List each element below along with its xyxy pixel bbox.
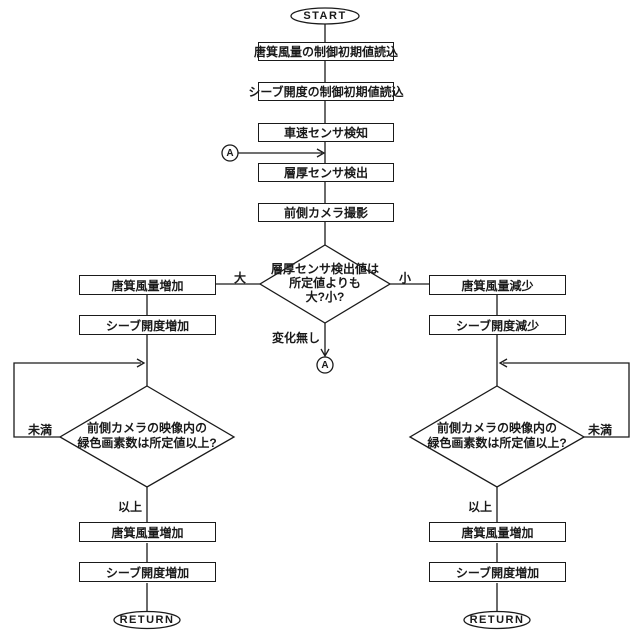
- process-right-fan-increase: 唐箕風量増加: [429, 522, 566, 542]
- decision-right-green-shape: [408, 385, 586, 488]
- return-left-shape: [113, 610, 181, 630]
- process-right-sieve-increase-label: シーブ開度増加: [455, 565, 540, 580]
- process-layer-sensor: 層厚センサ検出: [258, 163, 394, 182]
- return-right-label: RETURN: [469, 614, 525, 626]
- connector-a-bottom-circle: [316, 356, 334, 374]
- start-terminal: START: [291, 9, 359, 23]
- decision-left-green-line1: 前側カメラの映像内の: [86, 421, 207, 435]
- process-right-fan-decrease: 唐箕風量減少: [429, 275, 566, 295]
- decision-right-green-text: 前側カメラの映像内の 緑色画素数は所定値以上?: [402, 421, 592, 451]
- decision-left-green-line2: 緑色画素数は所定値以上?: [77, 436, 217, 450]
- process-fan-init-label: 唐箕風量の制御初期値読込: [254, 45, 399, 59]
- decision-layer-shape: [258, 244, 392, 324]
- branch-label-left-more: 以上: [117, 500, 142, 514]
- process-left-sieve-increase2: シーブ開度増加: [79, 562, 216, 582]
- connector-a-bottom-label: A: [321, 359, 329, 371]
- decision-layer-line3: 大?小?: [305, 290, 345, 304]
- process-sieve-init-label: シーブ開度の制御初期値読込: [248, 85, 404, 99]
- branch-label-no-change: 変化無し: [271, 331, 320, 345]
- process-front-camera: 前側カメラ撮影: [258, 203, 394, 222]
- arrowhead-right-icon: [136, 358, 146, 368]
- decision-left-green-text: 前側カメラの映像内の 緑色画素数は所定値以上?: [52, 421, 242, 451]
- branch-label-right-less: 未満: [588, 423, 613, 437]
- process-left-sieve-increase: シーブ開度増加: [79, 315, 216, 335]
- decision-right-green-line1: 前側カメラの映像内の: [436, 421, 557, 435]
- branch-label-left-less: 未満: [28, 423, 53, 437]
- process-left-fan-increase2-label: 唐箕風量増加: [111, 525, 184, 540]
- process-right-fan-increase-label: 唐箕風量増加: [461, 525, 534, 540]
- decision-layer-text: 層厚センサ検出値は 所定値よりも 大?小?: [250, 262, 400, 304]
- return-right-terminal: RETURN: [463, 613, 531, 627]
- process-speed-sensor-label: 車速センサ検知: [283, 126, 368, 140]
- decision-layer-line1: 層厚センサ検出値は: [270, 262, 379, 276]
- branch-label-large: 大: [233, 271, 246, 285]
- branch-label-small: 小: [399, 271, 412, 285]
- return-left-terminal: RETURN: [113, 613, 181, 627]
- arrowhead-right-icon: [316, 148, 326, 158]
- connector-a-top-label: A: [226, 147, 234, 159]
- return-left-label: RETURN: [119, 614, 175, 626]
- process-right-sieve-decrease-label: シーブ開度減少: [455, 318, 540, 333]
- arrowhead-down-icon: [320, 348, 330, 358]
- process-left-fan-increase: 唐箕風量増加: [79, 275, 216, 295]
- branch-label-right-more: 以上: [467, 500, 492, 514]
- process-right-sieve-decrease: シーブ開度減少: [429, 315, 566, 335]
- process-right-sieve-increase: シーブ開度増加: [429, 562, 566, 582]
- process-left-fan-increase2: 唐箕風量増加: [79, 522, 216, 542]
- arrowhead-left-icon: [498, 358, 508, 368]
- process-right-fan-decrease-label: 唐箕風量減少: [461, 278, 534, 293]
- start-terminal-shape: [290, 7, 360, 25]
- process-speed-sensor: 車速センサ検知: [258, 123, 394, 142]
- connector-a-bottom: A: [317, 357, 333, 373]
- process-left-sieve-increase-label: シーブ開度増加: [105, 318, 190, 333]
- decision-left-green-shape: [58, 385, 236, 488]
- flow-line-right-loop: [503, 362, 630, 438]
- process-front-camera-label: 前側カメラ撮影: [283, 206, 368, 220]
- decision-layer-line2: 所定値よりも: [289, 276, 361, 290]
- return-right-shape: [463, 610, 531, 630]
- process-left-fan-increase-label: 唐箕風量増加: [111, 278, 184, 293]
- connector-a-top-circle: [221, 144, 239, 162]
- process-fan-init: 唐箕風量の制御初期値読込: [254, 42, 398, 61]
- process-left-sieve-increase2-label: シーブ開度増加: [105, 565, 190, 580]
- start-label: START: [303, 10, 347, 22]
- flow-line-left-loop: [13, 362, 141, 438]
- decision-right-green-line2: 緑色画素数は所定値以上?: [427, 436, 567, 450]
- connector-a-top: A: [222, 145, 238, 161]
- process-sieve-init: シーブ開度の制御初期値読込: [248, 82, 404, 101]
- process-layer-sensor-label: 層厚センサ検出: [283, 166, 368, 180]
